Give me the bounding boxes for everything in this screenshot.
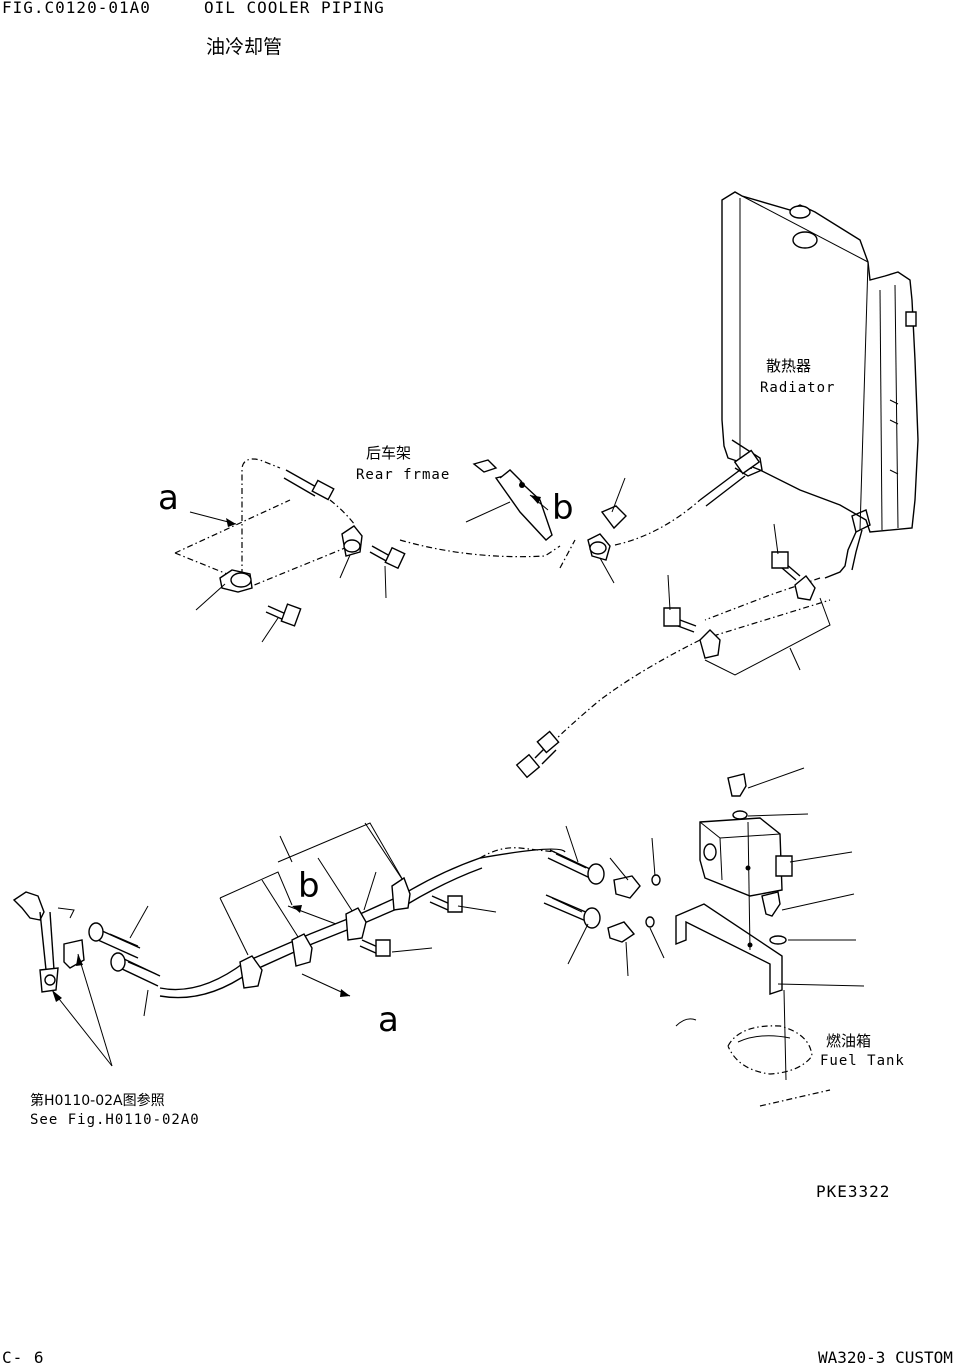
upper-leaders xyxy=(190,478,800,670)
figure-code: FIG.C0120-01A0 xyxy=(2,0,151,17)
radiator-drawing xyxy=(700,192,918,578)
marker-a-bottom: a xyxy=(378,1000,399,1040)
oil-cooler-block xyxy=(676,774,830,1106)
upper-pipe-route xyxy=(175,459,830,745)
figure-title-cn: 油冷却管 xyxy=(206,36,283,58)
fuel-tank-label: Fuel Tank xyxy=(820,1053,905,1069)
lower-leaders xyxy=(52,768,864,1066)
upper-parts xyxy=(220,460,830,777)
left-lever xyxy=(14,892,84,992)
figure-title: OIL COOLER PIPING xyxy=(204,0,385,17)
marker-b-top: b xyxy=(552,488,574,528)
model-name: WA320-3 CUSTOM xyxy=(818,1348,953,1367)
see-fig-label: See Fig.H0110-02A0 xyxy=(30,1112,200,1128)
radiator-label: Radiator xyxy=(760,380,836,396)
radiator-label-cn: 散热器 xyxy=(766,357,812,375)
rear-frame-label-cn: 后车架 xyxy=(366,444,412,462)
fuel-tank-label-cn: 燃油箱 xyxy=(826,1032,872,1050)
marker-b-bottom: b xyxy=(298,866,320,906)
rear-frame-label: Rear frmae xyxy=(356,467,451,483)
lower-pipes xyxy=(89,823,660,998)
marker-a-top: a xyxy=(158,478,179,518)
see-fig-label-cn: 第H0110-02A图参照 xyxy=(30,1093,165,1109)
drawing-code: PKE3322 xyxy=(816,1182,891,1201)
page-number: C- 6 xyxy=(2,1348,45,1367)
